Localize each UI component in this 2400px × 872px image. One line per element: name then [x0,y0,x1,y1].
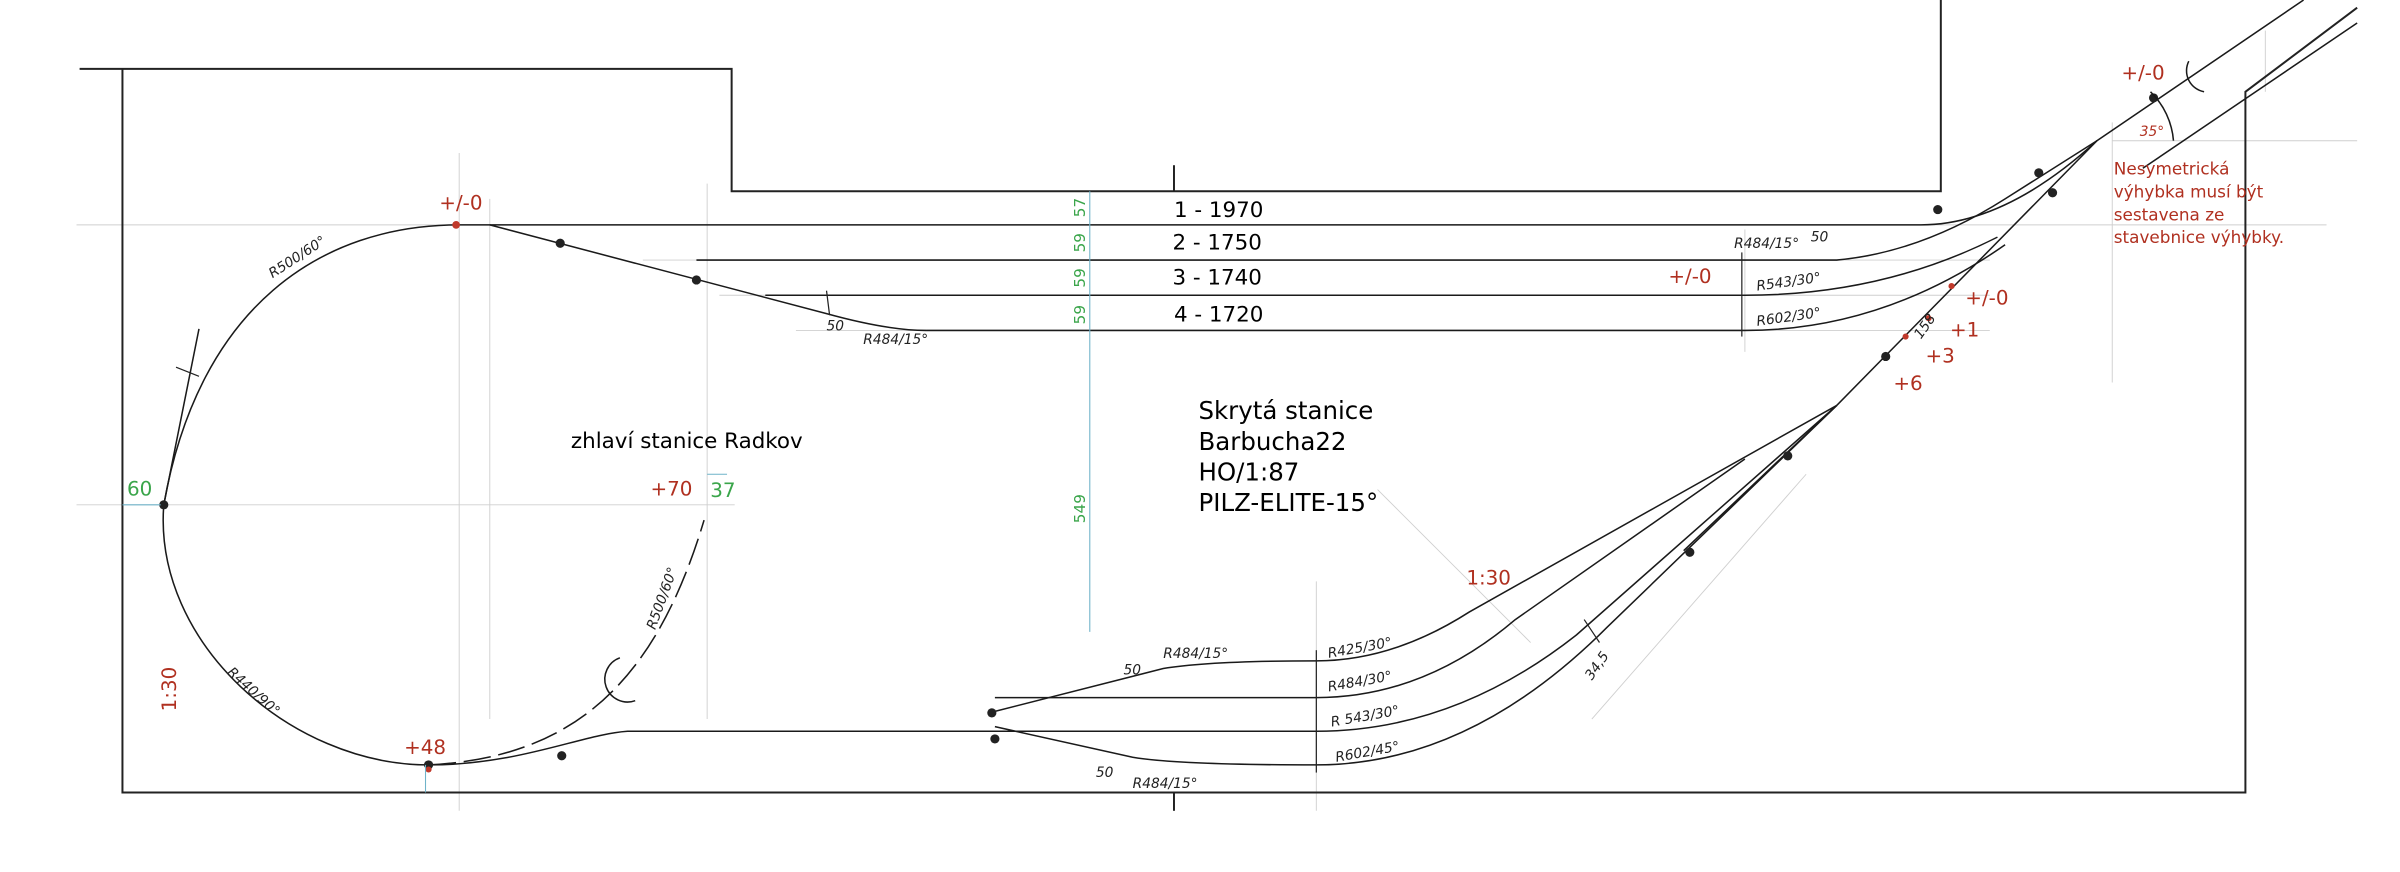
height-loop-bottom: +48 [404,736,446,759]
title-line-2: Barbucha22 [1198,427,1346,456]
label-r484-30: R484/30° [1326,668,1393,695]
note-line-3: sestavena ze [2114,204,2225,224]
title-line-1: Skrytá stanice [1198,396,1373,425]
bottom-fan [994,404,1838,766]
height-station-mid: +/-0 [1668,265,1711,288]
label-r543-30: R 543/30° [1330,703,1401,731]
title-block: Skrytá stanice Barbucha22 HO/1:87 PILZ-E… [1198,396,1378,517]
title-line-4: PILZ-ELITE-15° [1198,488,1378,517]
return-loop [162,224,1317,766]
label-loop-lower: R440/90° [224,664,283,719]
title-line-3: HO/1:87 [1198,457,1299,486]
dim-left-gap: 60 [127,478,152,501]
track-2-label: 2 - 1750 [1172,230,1261,255]
label-bottom-r484: R484/15° [1133,776,1198,792]
label-bottom-r484-top: R484/15° [1163,646,1228,662]
label-angle: 35° [2140,124,2164,140]
height-throat: +/-0 [1965,286,2008,309]
label-helix: R500/60° [644,565,681,631]
spacing-1: 57 [1071,198,1089,217]
note-line-2: výhybka musí být [2114,181,2264,201]
label-right-r602: R602/30° [1755,305,1822,330]
label-bottom-50-top: 50 [1123,663,1141,679]
label-dim-158: 158 [1911,311,1939,342]
depth-dimension-value: 549 [1071,494,1089,523]
height-ramp-3: +3 [1926,345,1955,368]
height-ramp-6: +6 [1893,372,1922,395]
gradient-center: 1:30 [1466,566,1511,589]
label-right-r484: R484/15° [1734,236,1799,252]
track-1-label: 1 - 1970 [1174,198,1263,223]
track-4-label: 4 - 1720 [1174,302,1263,327]
spacing-2: 59 [1071,233,1089,252]
height-ramp-1: +1 [1950,319,1979,342]
dim-helix-gap: 37 [710,479,735,502]
label-dim-345: 34,5 [1582,649,1613,683]
height-loop-top: +/-0 [439,192,482,215]
height-top-right: +/-0 [2121,62,2164,85]
label-ladder-50: 50 [827,318,845,334]
gradient-left: 1:30 [158,667,181,712]
turnout-note: Nesymetrická výhybka musí být sestavena … [2114,158,2284,247]
station-head-label: zhlaví stanice Radkov [571,429,803,454]
note-line-4: stavebnice výhybky. [2114,227,2284,247]
height-helix: +70 [651,478,693,501]
switch-markers [159,60,2205,773]
spacing-4: 59 [1071,305,1089,324]
track-3-label: 3 - 1740 [1172,266,1261,291]
depth-dimension [122,191,1091,793]
label-ladder-end: R484/15° [863,332,928,348]
room-outline [79,0,2358,811]
label-right-50: 50 [1811,230,1829,246]
spacing-3: 59 [1071,268,1089,287]
note-line-1: Nesymetrická [2114,158,2230,178]
label-bottom-50: 50 [1096,765,1114,781]
station-tracks [459,0,2358,406]
label-r425: R425/30° [1326,635,1393,662]
